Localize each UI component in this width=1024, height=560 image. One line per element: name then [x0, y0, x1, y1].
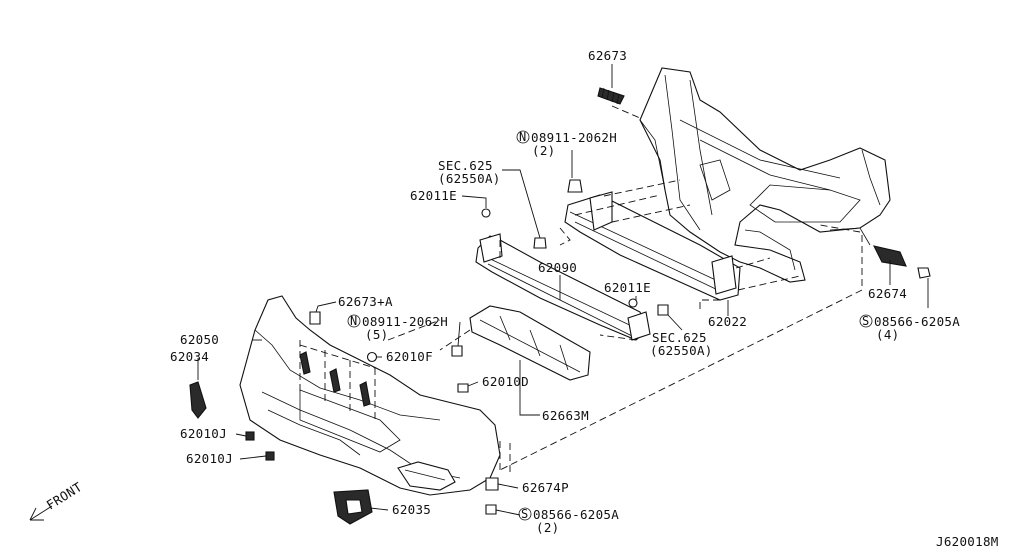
label-sec625-bottom: SEC.625 — [652, 330, 707, 345]
label-62090: 62090 — [538, 260, 577, 275]
label-62011e-b: 62011E — [604, 280, 651, 295]
label-62011e-a: 62011E — [410, 188, 457, 203]
svg-text:(5): (5) — [365, 327, 388, 342]
label-62034: 62034 — [170, 349, 209, 364]
label-62010f: 62010F — [386, 349, 433, 364]
clip-62674 — [872, 245, 907, 267]
diagram-id: J620018M — [936, 534, 999, 549]
label-62010j-b: 62010J — [186, 451, 233, 466]
n-symbol-icon: N — [519, 130, 527, 144]
label-62674: 62674 — [868, 286, 907, 301]
bumper-reinforcement — [564, 191, 741, 301]
label-sec625-top-sub: (62550A) — [438, 171, 501, 186]
spring-62673 — [597, 87, 625, 105]
label-sec625-top: SEC.625 — [438, 158, 493, 173]
label-62050: 62050 — [180, 332, 219, 347]
svg-text:(2): (2) — [532, 143, 555, 158]
label-62022: 62022 — [708, 314, 747, 329]
label-sec625-bottom-sub: (62550A) — [650, 343, 713, 358]
svg-text:(2): (2) — [536, 520, 559, 535]
label-62663m: 62663M — [542, 408, 589, 423]
svg-text:08911-2062H: 08911-2062H — [531, 130, 617, 145]
svg-text:08566-6205A: 08566-6205A — [533, 507, 619, 522]
label-62010j-a: 62010J — [180, 426, 227, 441]
leader-lines — [197, 64, 929, 516]
label-62010d: 62010D — [482, 374, 529, 389]
s-symbol-icon: S — [521, 507, 529, 521]
bolt-right — [917, 267, 931, 279]
label-n-mid: N 08911-2062H (5) — [347, 314, 448, 342]
under-cover — [469, 305, 591, 381]
svg-text:(4): (4) — [876, 327, 899, 342]
grille-62034 — [189, 381, 207, 419]
label-62035: 62035 — [392, 502, 431, 517]
label-62674p: 62674P — [522, 480, 569, 495]
fasteners — [309, 179, 669, 515]
fog-cover-62035 — [333, 489, 373, 525]
front-label: FRONT — [44, 479, 85, 513]
label-62673: 62673 — [588, 48, 627, 63]
front-bumper-fascia — [239, 295, 501, 496]
label-n-top: N 08911-2062H (2) — [516, 130, 617, 158]
label-62673a: 62673+A — [338, 294, 393, 309]
svg-text:08911-2062H: 08911-2062H — [362, 314, 448, 329]
n-symbol-icon: N — [350, 314, 358, 328]
radiator-core-support — [639, 67, 891, 283]
label-s-bottom: S 08566-6205A (2) — [518, 507, 619, 535]
clips-62010j — [245, 431, 275, 461]
s-symbol-icon: S — [862, 314, 870, 328]
guide-lines — [299, 105, 863, 472]
front-arrow-icon — [29, 505, 53, 521]
label-s-right: S 08566-6205A (4) — [859, 314, 960, 342]
svg-text:08566-6205A: 08566-6205A — [874, 314, 960, 329]
